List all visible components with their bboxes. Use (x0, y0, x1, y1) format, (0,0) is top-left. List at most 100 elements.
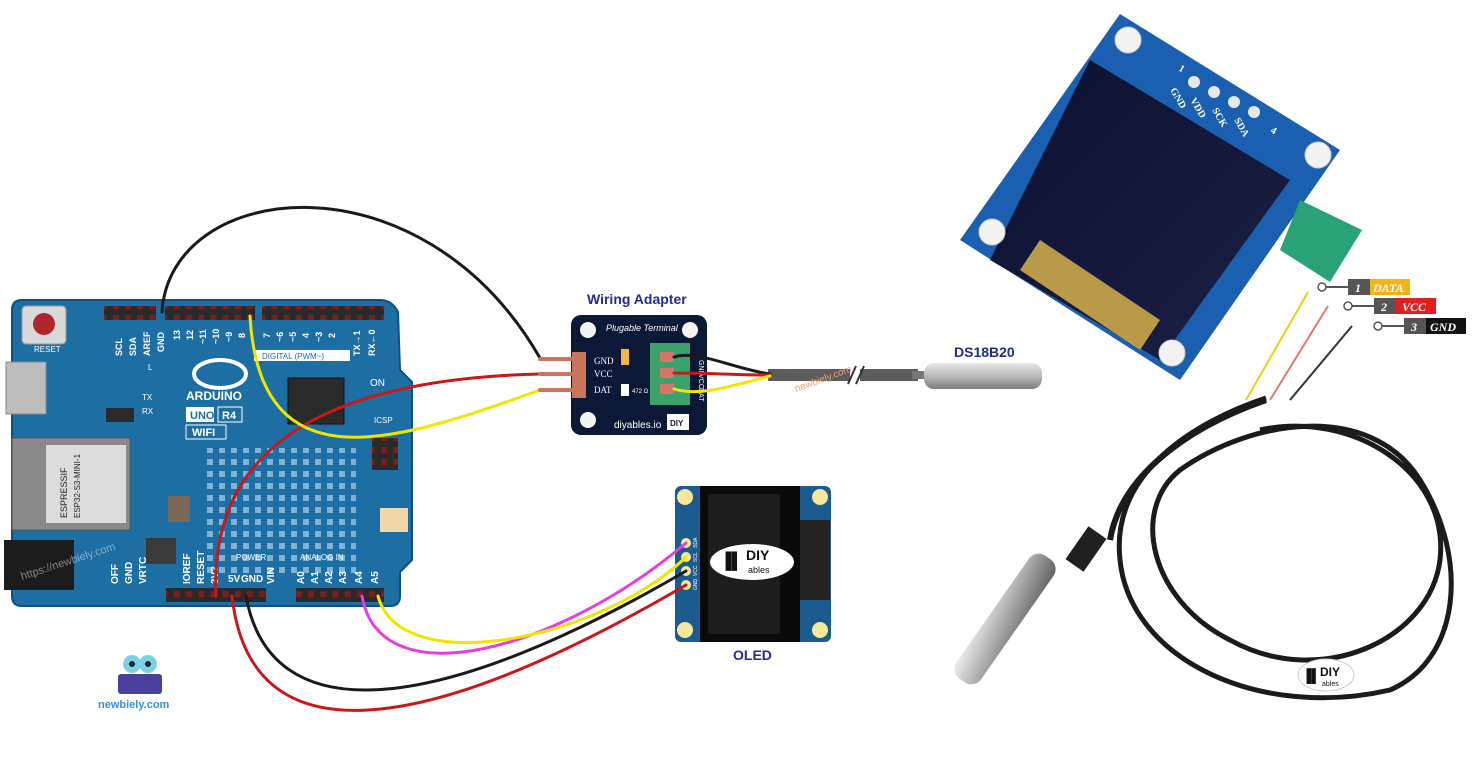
terminal-screw-2 (660, 368, 674, 378)
oled-pin-label-scl: SCL (693, 552, 699, 562)
header-i2c (104, 306, 156, 320)
regulator-chip (146, 538, 176, 564)
pin-label-gnd-left: GND (124, 562, 135, 584)
legend-num-box-gnd (1404, 318, 1426, 334)
wire-gnd-oled (244, 569, 688, 692)
arduino-brand: ARDUINO (186, 389, 242, 403)
wire-legend: 1 DATA 2 VCC 3 GND (1317, 279, 1466, 334)
pin-label-5v: 5V (228, 574, 241, 585)
legend-dot-data (1317, 282, 1327, 292)
terminal-label-dat: DAT (697, 388, 704, 402)
power-label: POWER (236, 553, 266, 562)
icsp-header (372, 438, 398, 470)
reset-label: RESET (34, 345, 61, 354)
pin-label-a5: A5 (370, 571, 381, 584)
photo-probe-sleeve (1065, 526, 1107, 572)
legend-num-data: 1 (1355, 281, 1361, 295)
adapter-led (621, 349, 629, 365)
pin-label-4: 4 (301, 333, 311, 338)
adapter-pin-vcc: VCC (594, 369, 613, 379)
resistor-label: 472 Ω (632, 389, 649, 395)
oled-photo-pin-num-4: 4 (1269, 125, 1279, 137)
reset-button-cap[interactable] (33, 313, 55, 335)
brand-text: newbiely.com (98, 699, 170, 711)
ds18b20-photo: ▐▌ DIY ables (954, 291, 1454, 701)
adapter-hole-bl (580, 412, 596, 428)
wire-5v-adapter (214, 372, 542, 598)
revision-label: R4 (222, 410, 237, 422)
pin-label-3: ~3 (314, 332, 324, 342)
oled-photo-hole-tl (1114, 26, 1142, 54)
photo-cable-coil (1116, 395, 1454, 701)
inductor (168, 496, 190, 522)
oled-ribbon (800, 520, 830, 600)
oled-title: OLED (733, 647, 772, 663)
adapter-resistor (621, 384, 629, 396)
oled-photo-pin-3 (1228, 96, 1240, 108)
pin-label-aref: AREF (142, 331, 152, 356)
pin-label-ioref: IOREF (182, 553, 193, 584)
icsp-label: ICSP (374, 416, 393, 425)
legend-name-box-data (1370, 279, 1410, 295)
oled-pin-label-gnd: GND (693, 579, 699, 591)
oled-hole-tr (812, 489, 828, 505)
ds18b20-probe: newbiely.com (768, 363, 1042, 395)
legend-name-box-gnd (1426, 318, 1466, 334)
pin-label-7: 7 (262, 333, 272, 338)
arduino-board: RESET ESPRESSIF ESP32-S3-MINI-1 ARDUINO … (4, 299, 413, 607)
probe-wire-yellow (672, 374, 772, 394)
adapter-pin-dat: DAT (594, 385, 612, 395)
wiring-adapter-title: Wiring Adapter (587, 291, 687, 307)
wires (160, 205, 772, 712)
wire-sda-oled (360, 541, 688, 655)
revision-badge (217, 406, 243, 423)
owl-pupil-left (129, 661, 135, 667)
pin-label-a1: A1 (310, 571, 321, 584)
pin-label-13: 13 (172, 330, 182, 340)
probe-collar (912, 371, 924, 379)
terminal-label-vcc: VCC (697, 374, 704, 389)
arduino-logo-icon (192, 358, 248, 390)
module-name: ESP32-S3-MINI-1 (73, 453, 82, 518)
laptop-icon (118, 674, 162, 694)
usb-c-port (5, 361, 47, 415)
legend-num-vcc: 2 (1380, 300, 1387, 314)
oled-hole-bl (677, 622, 693, 638)
newbiely-logo: newbiely.com (98, 655, 170, 711)
adapter-hole-tr (682, 322, 698, 338)
esp32-shield (46, 445, 126, 523)
photo-logo-sub: ables (1322, 681, 1339, 688)
owl-pupil-right (145, 661, 151, 667)
legend-num-box-data (1348, 279, 1370, 295)
terminal-screw-1 (660, 352, 674, 362)
wiring-adapter: Plugable Terminal GND VCC DAT 472 Ω GND … (571, 315, 707, 435)
analog-label: ANALOG IN (300, 553, 344, 562)
cable-break-2 (855, 365, 865, 385)
digital-label: DIGITAL (PWM~) (262, 352, 324, 361)
header-analog (296, 588, 384, 602)
wire-scl-oled (376, 555, 688, 644)
header-digital-high (165, 306, 255, 320)
adapter-logo: DIY (670, 419, 684, 428)
legend-num-gnd: 3 (1410, 320, 1417, 334)
oled-photo-hole-bl (978, 218, 1006, 246)
header-digital-low (262, 306, 384, 320)
legend-name-data: DATA (1372, 281, 1404, 295)
legend-num-box-vcc (1374, 298, 1396, 314)
oled-hole-tl (677, 489, 693, 505)
pin-label-9: ~9 (224, 332, 234, 342)
oled-photo-pin-4 (1248, 106, 1260, 118)
pin-label-vin: VIN (266, 567, 277, 584)
probe-cable-right (860, 369, 918, 381)
tx-label: TX (142, 393, 153, 402)
legend-dot-vcc (1343, 301, 1353, 311)
small-chip (106, 408, 134, 422)
ds18b20-title: DS18B20 (954, 344, 1015, 360)
oled-logo-main: DIY (746, 547, 770, 563)
pin-label-12: 12 (185, 330, 195, 340)
oled-logo-sub: ables (748, 565, 770, 575)
terminal-screw-3 (660, 384, 674, 394)
probe-cable-left (768, 369, 850, 381)
pin-label-tx: TX→1 (352, 330, 362, 356)
wire-5v-oled (230, 583, 688, 712)
